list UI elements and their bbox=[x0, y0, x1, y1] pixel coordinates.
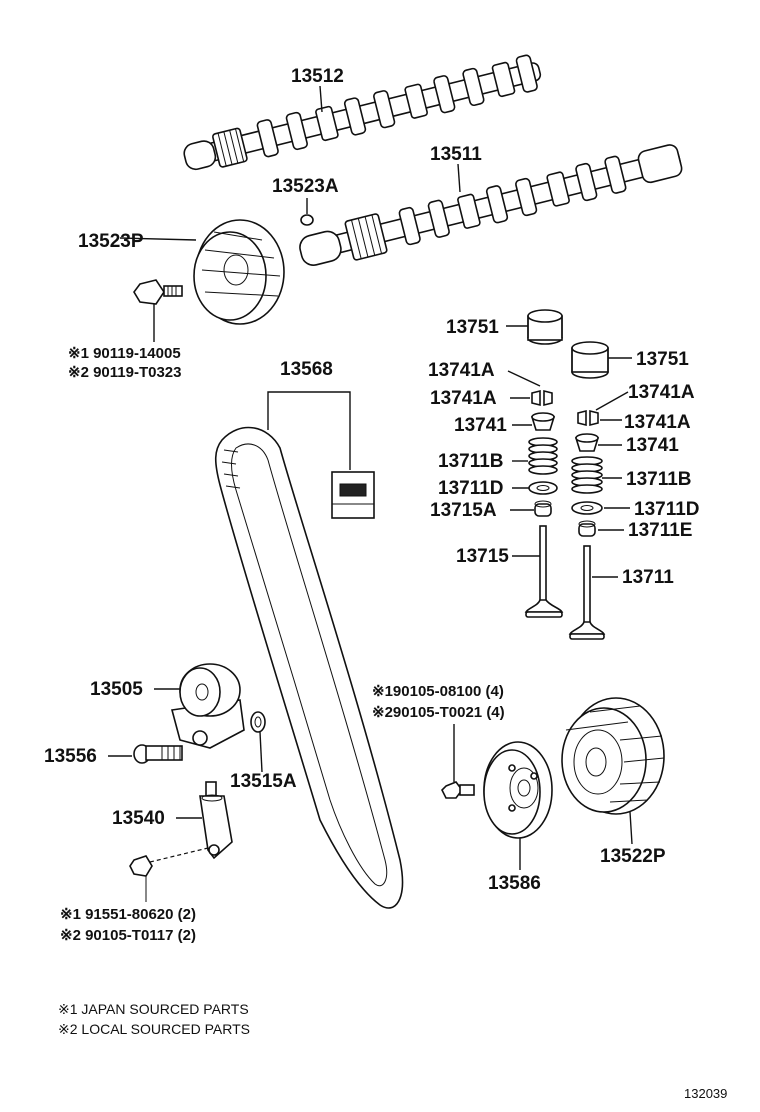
bolt2-part-a[interactable]: ※190105-08100 (4) bbox=[372, 683, 504, 700]
label-13711B-right[interactable]: 13711B bbox=[626, 469, 692, 490]
bolt3-part-b[interactable]: ※2 90105-T0117 (2) bbox=[60, 927, 196, 944]
label-13715[interactable]: 13715 bbox=[456, 546, 509, 567]
valve-spring-13711B-left[interactable] bbox=[528, 437, 558, 475]
figure-number: 132039 bbox=[684, 1086, 727, 1101]
valve-keeper-13741A-right[interactable] bbox=[577, 409, 599, 427]
bolt3-part-a[interactable]: ※1 91551-80620 (2) bbox=[60, 906, 196, 923]
washer-13515A[interactable] bbox=[250, 711, 266, 733]
valve-keeper-13741A-left[interactable] bbox=[531, 389, 553, 407]
leader-13515A bbox=[259, 731, 263, 773]
belt-section-detail bbox=[331, 471, 375, 519]
valve-spring-13711B-right[interactable] bbox=[571, 456, 603, 494]
knock-pin-13523A[interactable] bbox=[300, 214, 314, 226]
oil-seal-13715A[interactable] bbox=[534, 500, 552, 517]
label-13711B-left[interactable]: 13711B bbox=[438, 451, 504, 472]
leader-13741A-right-1 bbox=[595, 391, 629, 411]
crankshaft-pulley-13586[interactable] bbox=[483, 741, 553, 839]
leader-13522P bbox=[629, 811, 633, 845]
tensioner-bolt-axis bbox=[149, 847, 209, 863]
leader-13523P bbox=[119, 237, 197, 241]
label-13741A-right-1[interactable]: 13741A bbox=[628, 382, 695, 403]
label-13741A-left-1[interactable]: 13741A bbox=[428, 360, 495, 381]
crankshaft-timing-pulley-13522P[interactable] bbox=[561, 697, 665, 815]
idler-pulley-13505[interactable] bbox=[170, 663, 245, 749]
label-13556[interactable]: 13556 bbox=[44, 746, 97, 767]
valve-lifter-13751-left[interactable] bbox=[527, 309, 563, 345]
label-13522P[interactable]: 13522P bbox=[600, 846, 666, 867]
bolt1-part-b[interactable]: ※2 90119-T0323 bbox=[68, 364, 182, 381]
pulley-bolt[interactable] bbox=[133, 279, 183, 305]
label-13523P[interactable]: 13523P bbox=[78, 231, 144, 252]
valve-retainer-13741-right[interactable] bbox=[574, 433, 600, 452]
valve-retainer-13741-left[interactable] bbox=[530, 412, 556, 431]
label-13751-right[interactable]: 13751 bbox=[636, 349, 689, 370]
legend-japan-sourced: ※1 JAPAN SOURCED PARTS bbox=[58, 1001, 249, 1017]
leader-13512 bbox=[319, 85, 323, 113]
bolt2-part-b[interactable]: ※290105-T0021 (4) bbox=[372, 704, 505, 721]
leader-13511 bbox=[457, 163, 461, 193]
camshaft-pulley-13523P[interactable] bbox=[193, 219, 285, 325]
exhaust-valve-13715[interactable] bbox=[524, 525, 564, 618]
legend-local-sourced: ※2 LOCAL SOURCED PARTS bbox=[58, 1021, 250, 1037]
label-13741A-right-2[interactable]: 13741A bbox=[624, 412, 691, 433]
label-13568[interactable]: 13568 bbox=[280, 359, 333, 380]
label-13741-right[interactable]: 13741 bbox=[626, 435, 679, 456]
leader-13741A-left-1 bbox=[507, 370, 541, 387]
tensioner-bolt[interactable] bbox=[129, 855, 153, 902]
label-13515A[interactable]: 13515A bbox=[230, 771, 297, 792]
label-13512[interactable]: 13512 bbox=[291, 66, 344, 87]
spring-seat-13711D-left[interactable] bbox=[528, 481, 558, 495]
label-13751-left[interactable]: 13751 bbox=[446, 317, 499, 338]
idler-bolt-13556[interactable] bbox=[133, 744, 183, 764]
camshaft-13512[interactable] bbox=[181, 53, 544, 176]
label-13711D-left[interactable]: 13711D bbox=[438, 478, 504, 499]
label-13586[interactable]: 13586 bbox=[488, 873, 541, 894]
intake-valve-13711[interactable] bbox=[568, 545, 606, 640]
belt-tensioner-13540[interactable] bbox=[199, 781, 233, 860]
label-13505[interactable]: 13505 bbox=[90, 679, 143, 700]
valve-lifter-13751-right[interactable] bbox=[571, 341, 609, 379]
label-13511[interactable]: 13511 bbox=[430, 144, 482, 165]
label-13711D-right[interactable]: 13711D bbox=[634, 499, 700, 520]
crank-pulley-bolt[interactable] bbox=[441, 781, 475, 799]
leader-13568 bbox=[267, 391, 351, 470]
label-13540[interactable]: 13540 bbox=[112, 808, 165, 829]
bolt1-part-a[interactable]: ※1 90119-14005 bbox=[68, 345, 181, 362]
label-13741-left[interactable]: 13741 bbox=[454, 415, 507, 436]
timing-belt-13568[interactable] bbox=[214, 426, 404, 909]
label-13711[interactable]: 13711 bbox=[622, 567, 674, 588]
label-13715A[interactable]: 13715A bbox=[430, 500, 497, 521]
spring-seat-13711D-right[interactable] bbox=[571, 501, 603, 515]
label-13741A-left-2[interactable]: 13741A bbox=[430, 388, 497, 409]
camshaft-13511[interactable] bbox=[296, 139, 684, 272]
label-13523A[interactable]: 13523A bbox=[272, 176, 339, 197]
label-13711E[interactable]: 13711E bbox=[628, 520, 692, 541]
oil-seal-13711E[interactable] bbox=[578, 520, 596, 537]
